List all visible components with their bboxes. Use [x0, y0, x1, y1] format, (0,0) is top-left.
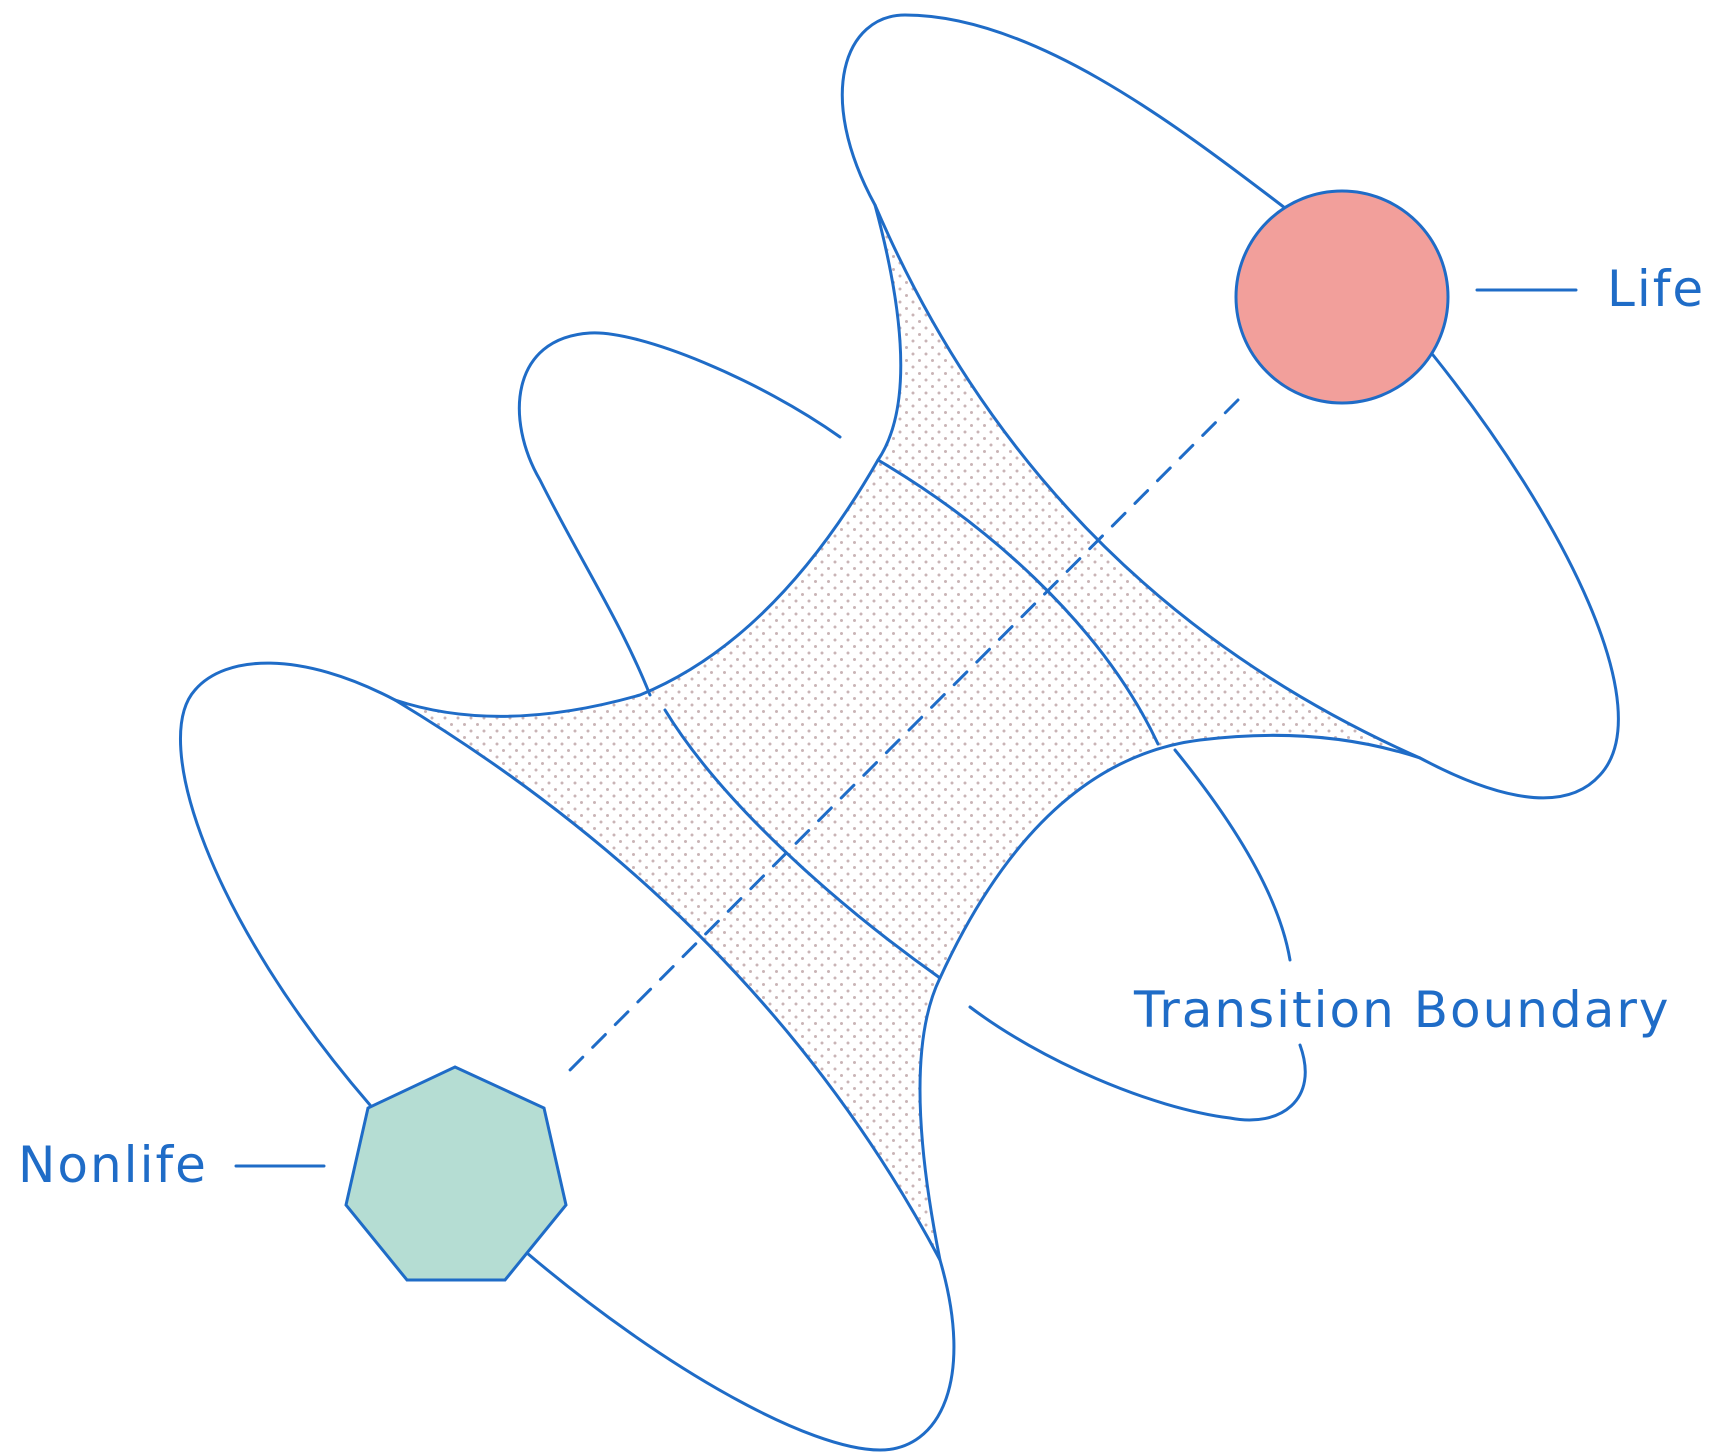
nonlife-heptagon-icon: [344, 1065, 568, 1282]
life-label: Life: [1607, 260, 1705, 318]
outer-right-side: [873, 203, 1422, 760]
throat-fill: [395, 205, 1420, 1260]
nonlife-ring-front: [525, 1251, 956, 1452]
nonlife-label: Nonlife: [18, 1136, 208, 1194]
surface-line-upper: [876, 458, 1160, 746]
transition-ring-upper: [517, 331, 842, 697]
transition-boundary-label: Transition Boundary: [1133, 981, 1671, 1039]
inner-lower-hyperbola: [918, 733, 1422, 1262]
nonlife-ring-back: [178, 661, 397, 1107]
life-circle-icon: [1234, 189, 1450, 405]
outer-left-side: [393, 698, 942, 1262]
transition-ring-lower: [1173, 748, 1292, 962]
inner-upper-hyperbola: [393, 203, 903, 718]
life-ring-back: [840, 13, 1287, 210]
life-ring-front: [1418, 353, 1620, 800]
transition-ring-bottom: [968, 1005, 1307, 1122]
surface-line-lower: [663, 708, 942, 980]
